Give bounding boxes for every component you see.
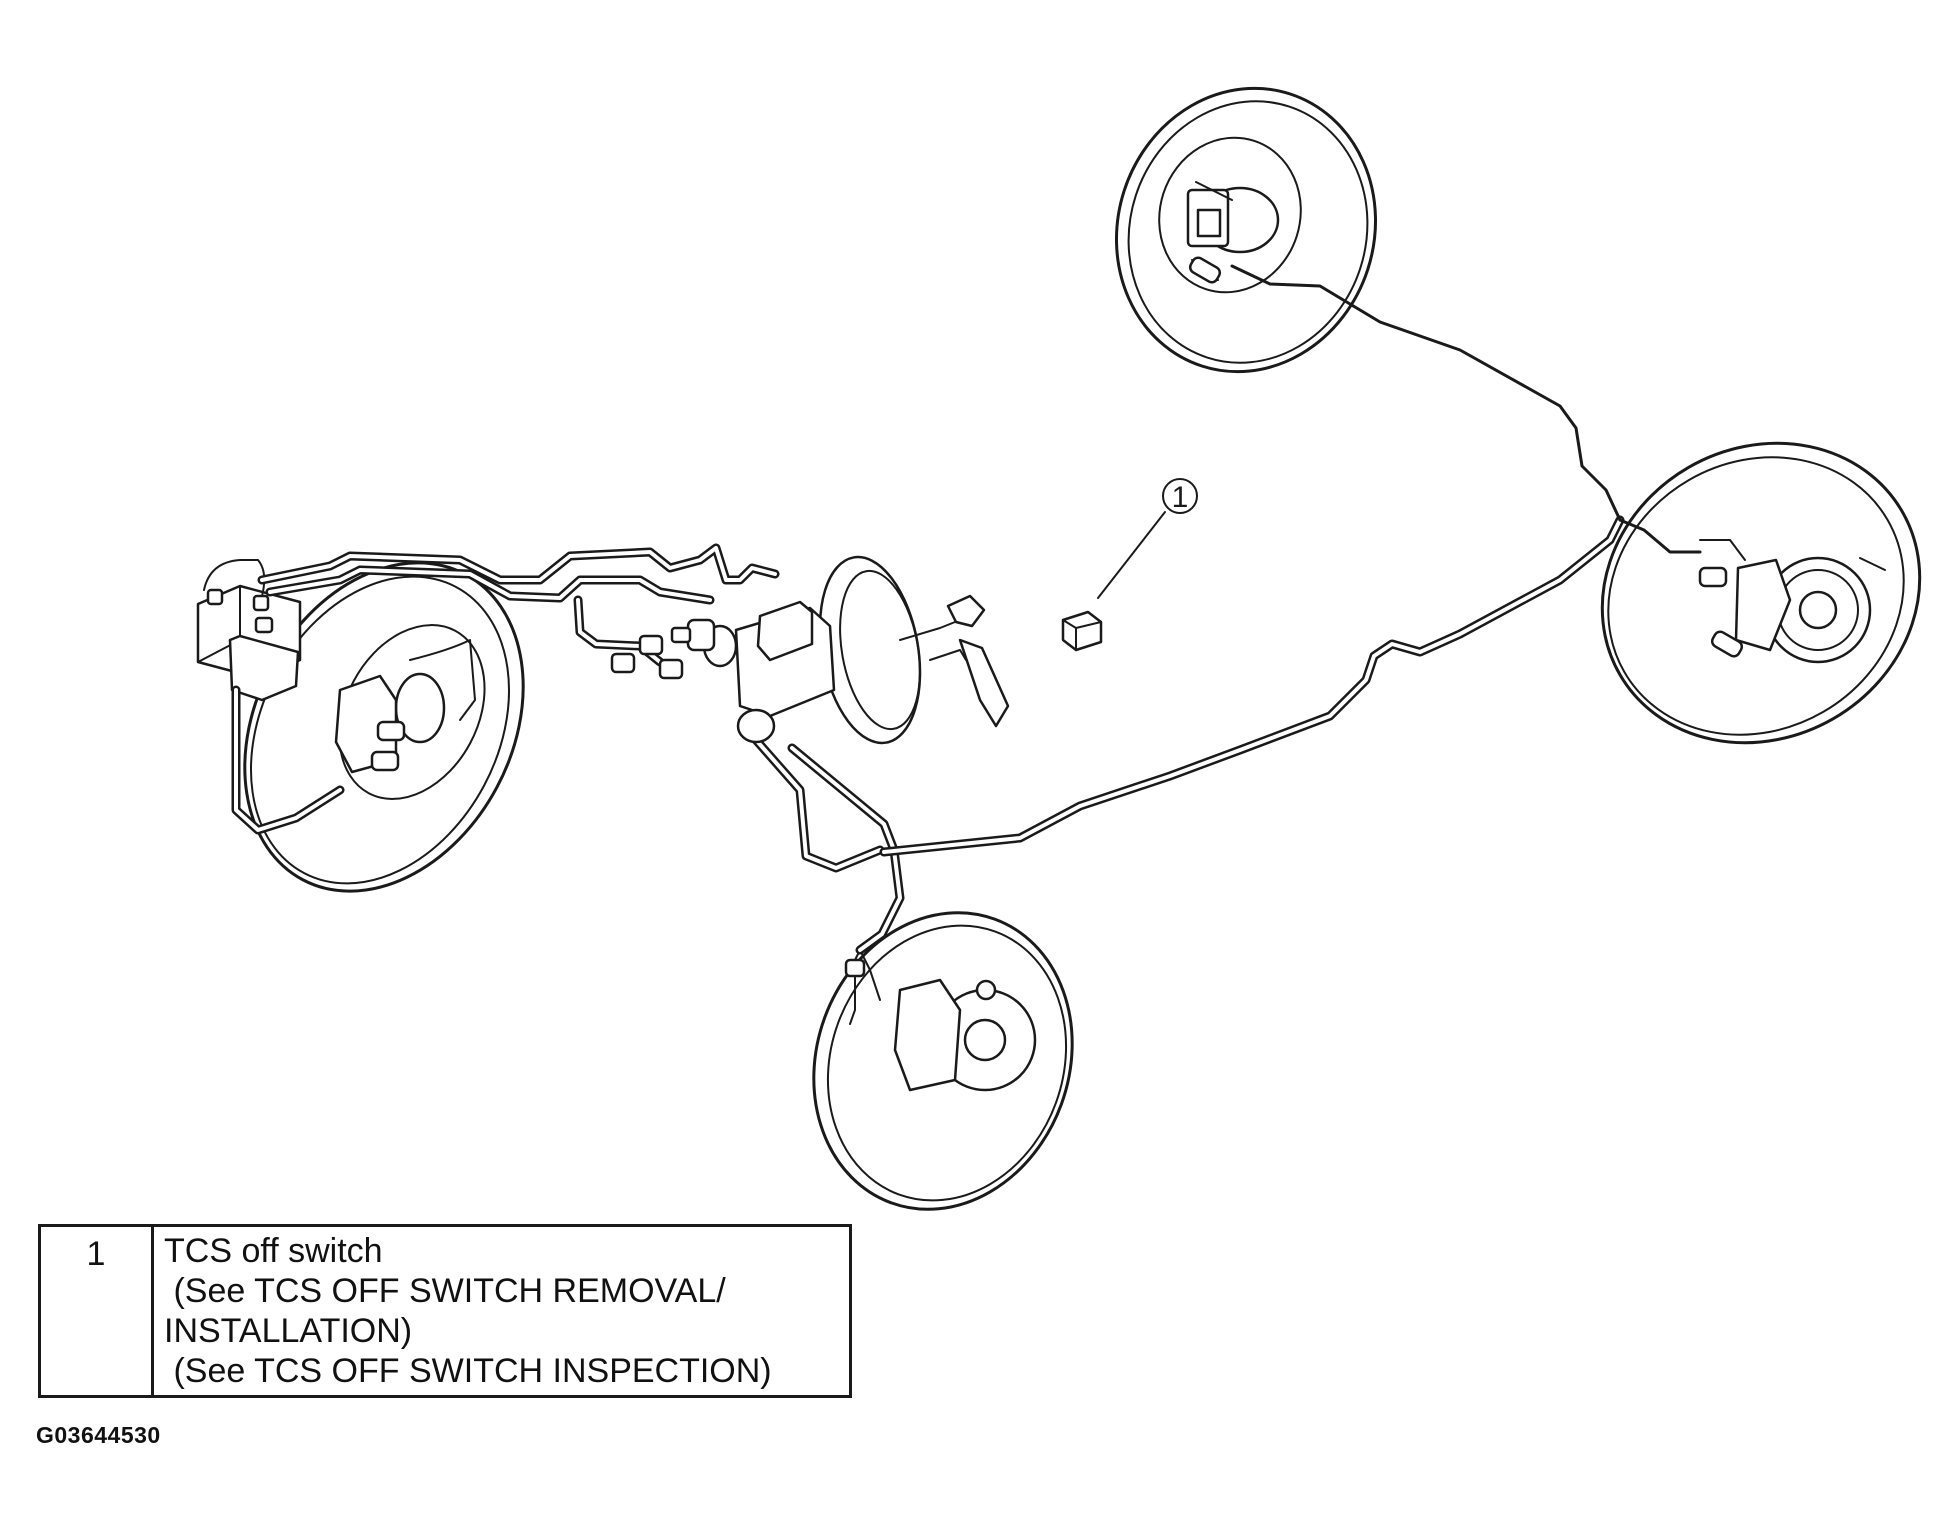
legend-line: INSTALLATION)	[164, 1312, 413, 1350]
brake-lines	[231, 264, 1702, 955]
front-left-wheel	[812, 911, 1074, 1211]
legend-line: TCS off switch	[164, 1232, 383, 1270]
legend-table: 1 TCS off switch (See TCS OFF SWITCH REM…	[38, 1224, 852, 1398]
legend-line: (See TCS OFF SWITCH INSPECTION)	[164, 1352, 772, 1390]
callout-number: 1	[1172, 481, 1189, 514]
tcs-off-switch	[1061, 610, 1103, 652]
legend-item-number: 1	[41, 1227, 154, 1395]
legend-line: (See TCS OFF SWITCH REMOVAL/	[164, 1272, 726, 1310]
callout-1: 1	[1097, 478, 1198, 599]
legend-item-description: TCS off switch (See TCS OFF SWITCH REMOV…	[154, 1227, 849, 1395]
master-cylinder-booster	[610, 555, 1010, 745]
figure-id: G03644530	[36, 1422, 161, 1448]
hydraulic-unit	[196, 559, 302, 702]
rear-left-wheel	[1600, 441, 1922, 745]
rear-right-wheel	[1114, 86, 1378, 374]
